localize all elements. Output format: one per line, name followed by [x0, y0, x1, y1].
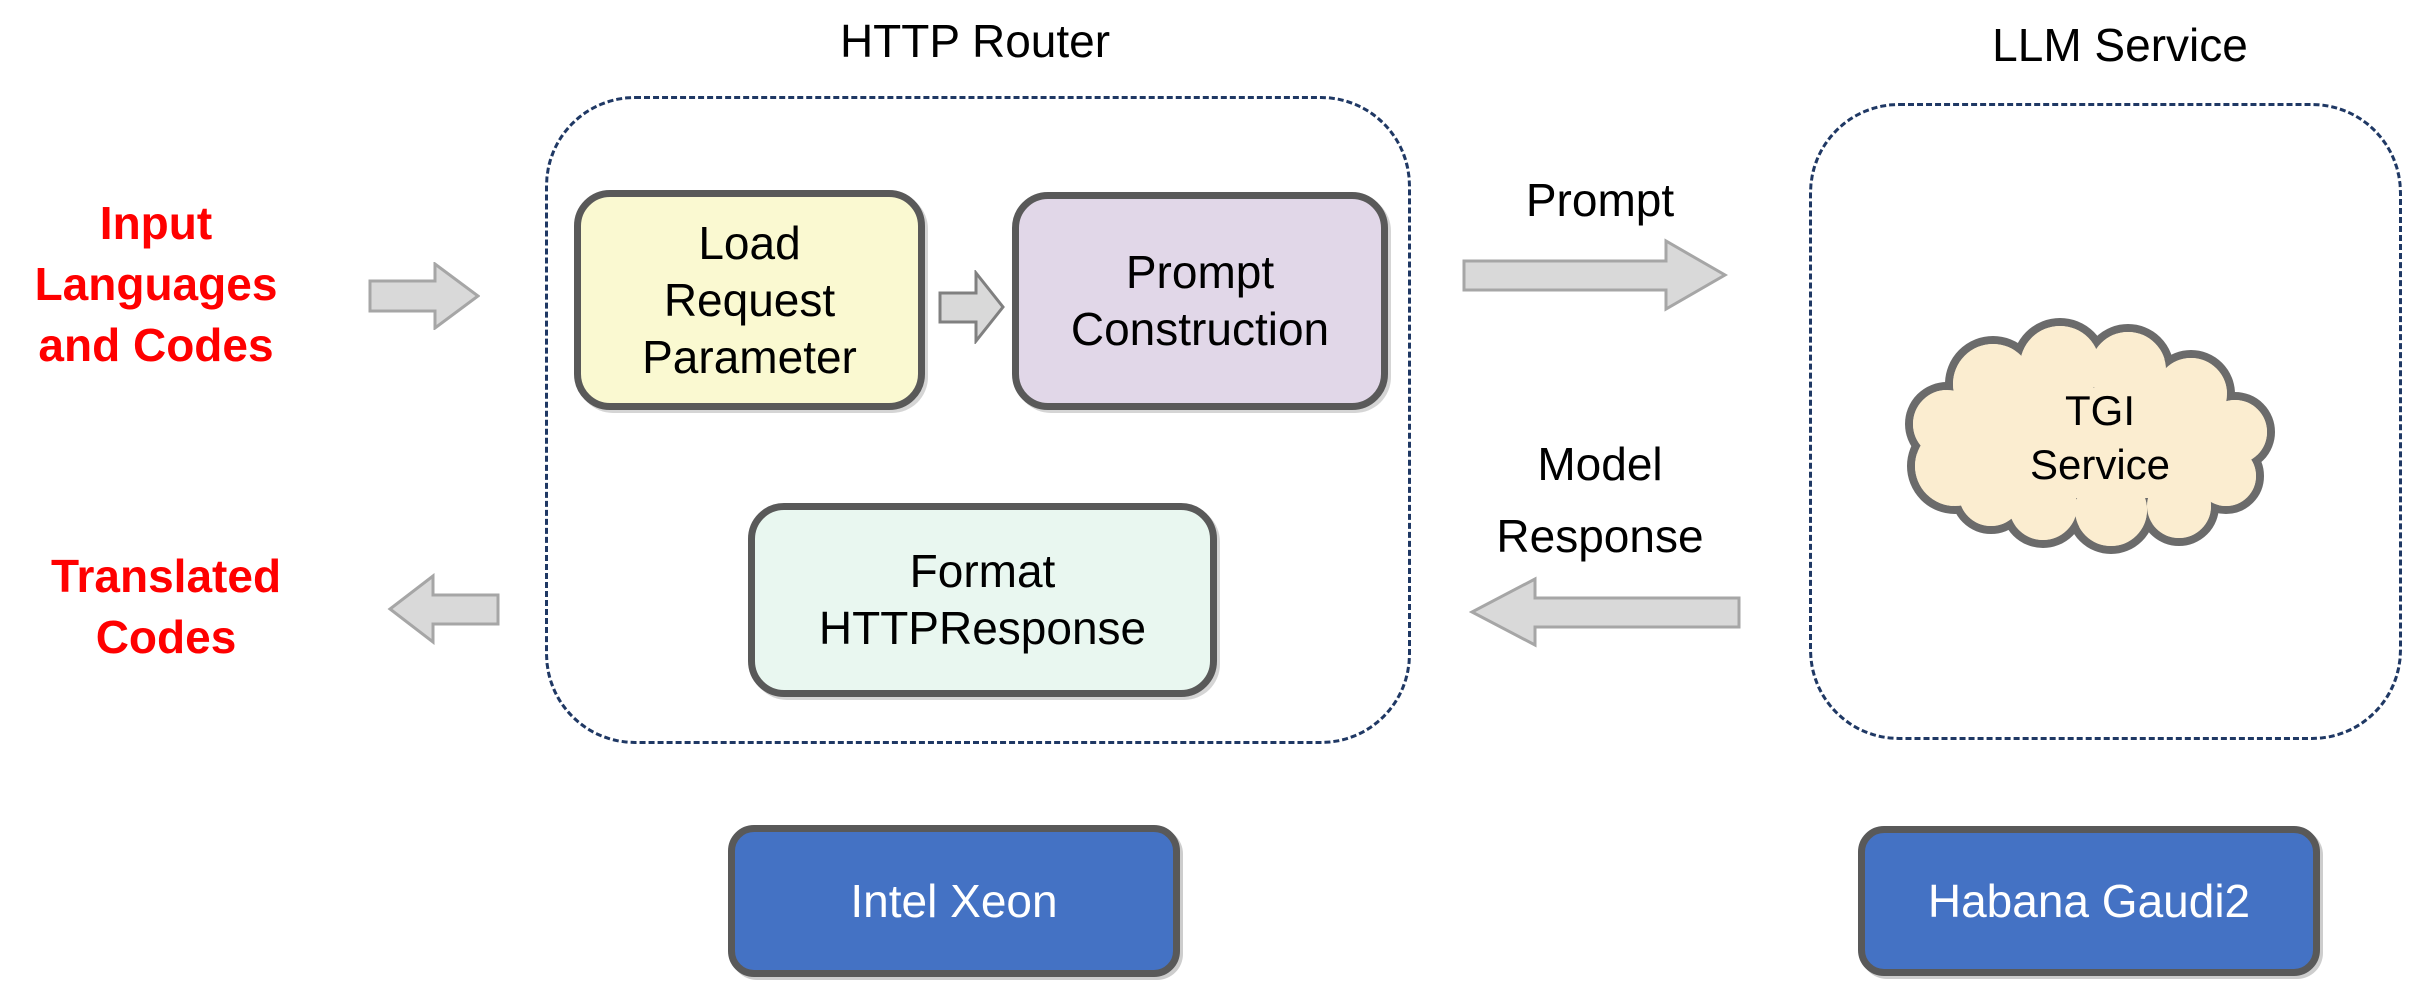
habana-gaudi2-platform-box: Habana Gaudi2 [1858, 826, 2320, 976]
model-response-flow-label: Model Response [1496, 438, 1704, 562]
llm-service-title: LLM Service [1992, 19, 2248, 71]
inner-arrow-right-icon [938, 270, 1006, 344]
load-request-parameter-box: Load Request Parameter [574, 190, 925, 410]
format-httpresponse-box: Format HTTPResponse [748, 503, 1217, 697]
tgi-cloud-label: TGI Service [2029, 387, 2171, 488]
translated-codes-caption: Translated Codes [50, 550, 282, 663]
tgi-cloud-icon: TGI Service [1895, 318, 2305, 558]
input-arrow-right-icon [368, 262, 480, 330]
prompt-arrow-right-icon [1462, 238, 1728, 312]
output-arrow-left-icon [387, 573, 500, 645]
intel-xeon-platform-box: Intel Xeon [728, 825, 1180, 977]
prompt-construction-box: Prompt Construction [1012, 192, 1388, 410]
http-router-region [545, 96, 1411, 744]
response-arrow-left-icon [1469, 576, 1741, 648]
prompt-flow-label: Prompt [1525, 174, 1675, 226]
http-router-title: HTTP Router [839, 15, 1111, 67]
llm-service-region [1809, 103, 2402, 740]
input-languages-caption: Input Languages and Codes [34, 197, 278, 371]
